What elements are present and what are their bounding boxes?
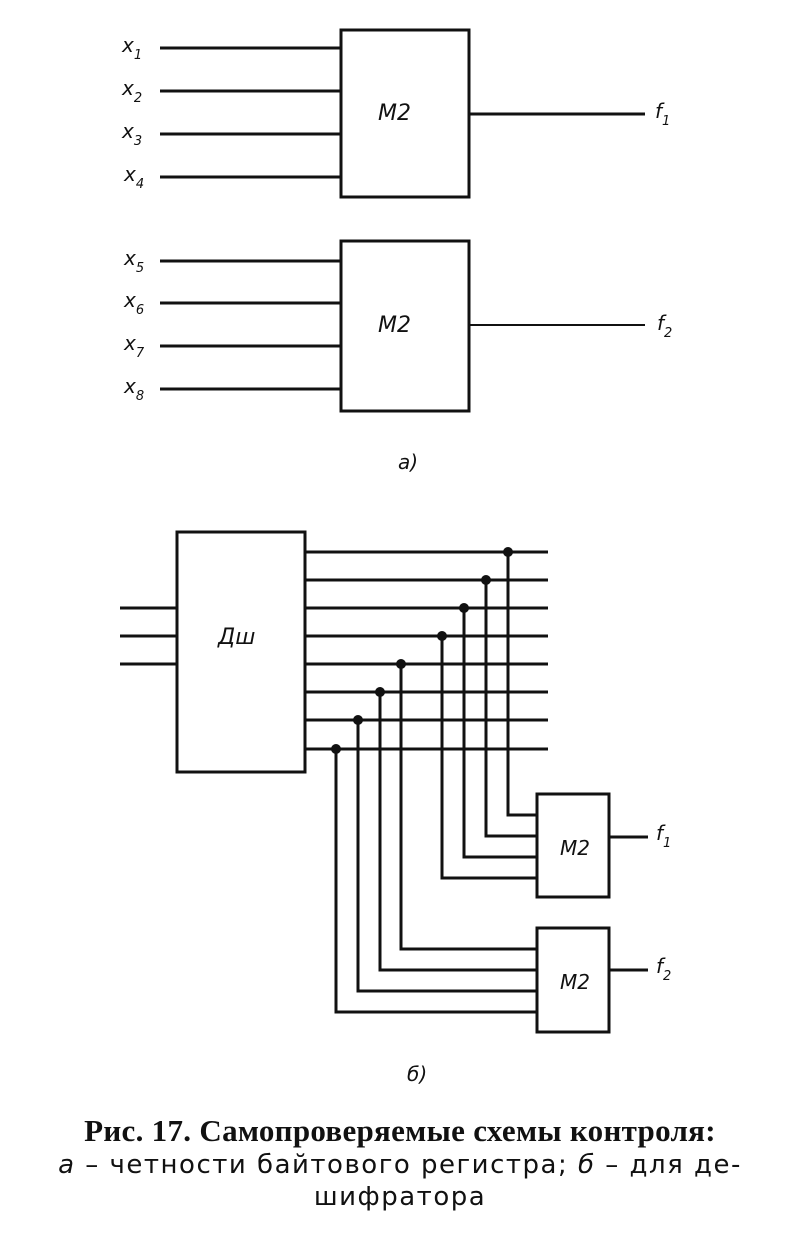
- caption-line-3: шифратора: [313, 1181, 487, 1212]
- figure-caption: Рис. 17. Самопроверяемые схемы контроля:…: [20, 1112, 780, 1213]
- junction-dot: [437, 631, 447, 641]
- caption-title: Рис. 17. Самопроверяемые схемы контроля:: [84, 1113, 716, 1148]
- caption-line-2: а – четности байтового регистра; б – для…: [20, 1150, 780, 1182]
- input-label-x2: x2: [121, 76, 142, 106]
- junction-dot: [481, 575, 491, 585]
- input-label-x1: x1: [121, 33, 142, 63]
- tap-wire: [356, 720, 537, 993]
- output-label-f1: f1: [655, 99, 670, 129]
- panel-a: [160, 28, 645, 413]
- m2-block-b2: [535, 926, 611, 1034]
- block-label: M2: [560, 836, 590, 860]
- input-label-x8: x8: [123, 374, 144, 404]
- panel-a-labels: M2 M2 x1 x2 x3 x4 f1 x5 x6 x7 x8 f2 a): [121, 33, 672, 474]
- tap-wire: [378, 692, 537, 972]
- junction-dot: [331, 744, 341, 754]
- junction-dot: [396, 659, 406, 669]
- caption-text-a: – четности байтового регистра;: [75, 1149, 578, 1180]
- output-label-f2: f2: [657, 311, 672, 341]
- input-label-x4: x4: [123, 162, 144, 192]
- m2-block-b1: [535, 792, 611, 899]
- output-label-f1: f1: [656, 821, 671, 851]
- block-label: M2: [378, 313, 411, 338]
- input-label-x3: x3: [121, 119, 142, 149]
- panel-a-tag: a): [398, 450, 418, 474]
- panel-b-labels: Дш M2 M2 f1 f2 б): [217, 625, 671, 1086]
- junction-dot: [353, 715, 363, 725]
- junction-dots: [331, 547, 513, 754]
- tap-wire: [462, 608, 537, 859]
- decoder-label: Дш: [217, 625, 255, 650]
- block-label: M2: [560, 970, 590, 994]
- caption-item-a: а: [58, 1149, 76, 1180]
- caption-text-b: – для де-: [595, 1149, 742, 1180]
- tap-wire: [399, 664, 537, 951]
- panel-b: [120, 530, 648, 1034]
- panel-b-tag: б): [407, 1062, 427, 1086]
- tap-wire: [334, 749, 537, 1014]
- output-label-f2: f2: [656, 954, 671, 984]
- block-label: M2: [378, 101, 411, 126]
- input-label-x6: x6: [123, 288, 144, 318]
- junction-dot: [375, 687, 385, 697]
- tap-wire: [484, 580, 537, 838]
- junction-dot: [459, 603, 469, 613]
- caption-item-b: б: [577, 1149, 596, 1180]
- junction-dot: [503, 547, 513, 557]
- tap-wire: [440, 636, 537, 880]
- decoder-block: [175, 530, 307, 774]
- input-label-x5: x5: [123, 246, 144, 276]
- tap-wire: [506, 552, 537, 817]
- input-label-x7: x7: [123, 331, 145, 361]
